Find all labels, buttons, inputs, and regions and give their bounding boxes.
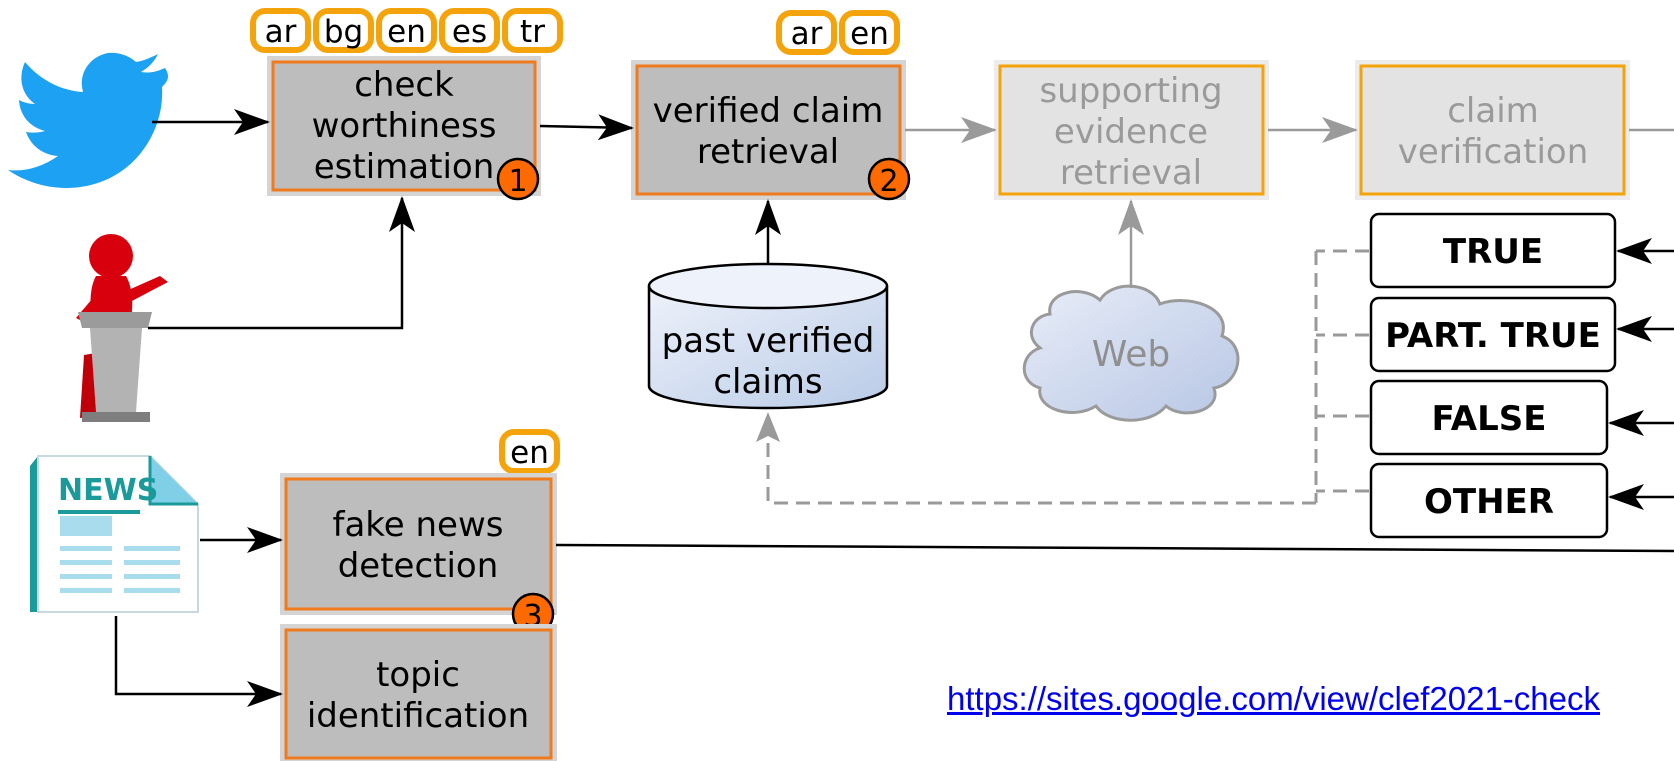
language-tags-task3: en [499, 429, 560, 474]
lang-tag-tr: tr [502, 8, 563, 53]
claim-verification-box: claim verification [1355, 60, 1630, 200]
node-label-line: identification [307, 696, 529, 736]
connectors [114, 109, 1674, 707]
check-worthiness-box: check worthiness estimation [267, 56, 541, 196]
arrow-check-to-retrieval [539, 114, 634, 141]
lang-tag-en: en [499, 429, 560, 474]
node-label-line: check [354, 65, 454, 105]
fake-news-detection-box: fake news detection [280, 473, 557, 615]
node-label-line: verified claim [653, 91, 884, 131]
node-label-line: verification [1398, 132, 1589, 172]
verdict-label-text: FALSE [1431, 399, 1546, 439]
news-document-icon: NEWS [30, 455, 199, 613]
label-other: OTHER [1369, 462, 1609, 539]
lang-tag-en: en [376, 8, 437, 53]
node-label-line: fake news [333, 505, 504, 545]
lang-label: en [850, 16, 889, 52]
news-icon-label: NEWS [58, 473, 158, 508]
web-label: Web [1092, 334, 1171, 375]
language-tags-task1: ar bg en es tr [250, 8, 563, 53]
task-badge-1: 1 [496, 157, 540, 201]
node-label-line: topic [376, 655, 460, 695]
node-label-line: evidence [1054, 112, 1208, 152]
lang-label: bg [324, 14, 363, 50]
database-label-line: claims [713, 362, 822, 402]
node-label-line: detection [338, 546, 499, 586]
node-label-line: worthiness [312, 106, 497, 146]
line-fake-news-out [555, 543, 1674, 553]
supporting-evidence-retrieval-box: supporting evidence retrieval [994, 60, 1269, 200]
node-label-line: supporting [1039, 71, 1222, 111]
lang-label: en [387, 14, 426, 50]
label-false: FALSE [1369, 379, 1609, 456]
verdict-label-text: PART. TRUE [1385, 316, 1601, 356]
badge-number: 2 [879, 164, 898, 199]
database-label-line: past verified [662, 321, 875, 361]
verified-claim-retrieval-box: verified claim retrieval [631, 60, 906, 200]
lang-label: ar [265, 14, 297, 50]
lang-label: tr [520, 14, 545, 50]
arrow-speaker-to-check [148, 196, 415, 330]
verdict-label-text: OTHER [1424, 482, 1554, 522]
arrow-news-to-topic [114, 616, 283, 707]
node-label-line: retrieval [1060, 153, 1202, 193]
lang-tag-bg: bg [313, 8, 374, 53]
task-website-link[interactable]: https://sites.google.com/view/clef2021-c… [947, 680, 1600, 717]
label-true: TRUE [1369, 212, 1617, 289]
lang-tag-en: en [839, 10, 900, 55]
lang-label: en [510, 435, 549, 471]
topic-identification-box: topic identification [280, 624, 557, 761]
task-badge-2: 2 [867, 157, 911, 201]
dashed-arrowhead-to-database [756, 412, 780, 442]
web-cloud-icon: Web [1022, 284, 1240, 422]
node-label-line: claim [1447, 91, 1539, 131]
badge-number: 1 [508, 164, 527, 199]
language-tags-task2: ar en [776, 10, 900, 55]
twitter-bird-icon [8, 52, 169, 188]
speaker-podium-icon [76, 234, 168, 422]
label-part-true: PART. TRUE [1369, 296, 1617, 373]
lang-tag-es: es [439, 8, 500, 53]
lang-label: es [452, 14, 487, 50]
node-label-line: retrieval [697, 132, 839, 172]
lang-tag-ar: ar [776, 10, 837, 55]
verdict-label-text: TRUE [1443, 232, 1543, 272]
past-verified-claims-database: past verified claims [647, 262, 889, 410]
lang-tag-ar: ar [250, 8, 311, 53]
node-label-line: estimation [314, 147, 495, 187]
dashed-feedback-loop [766, 249, 1369, 505]
lang-label: ar [791, 16, 823, 52]
